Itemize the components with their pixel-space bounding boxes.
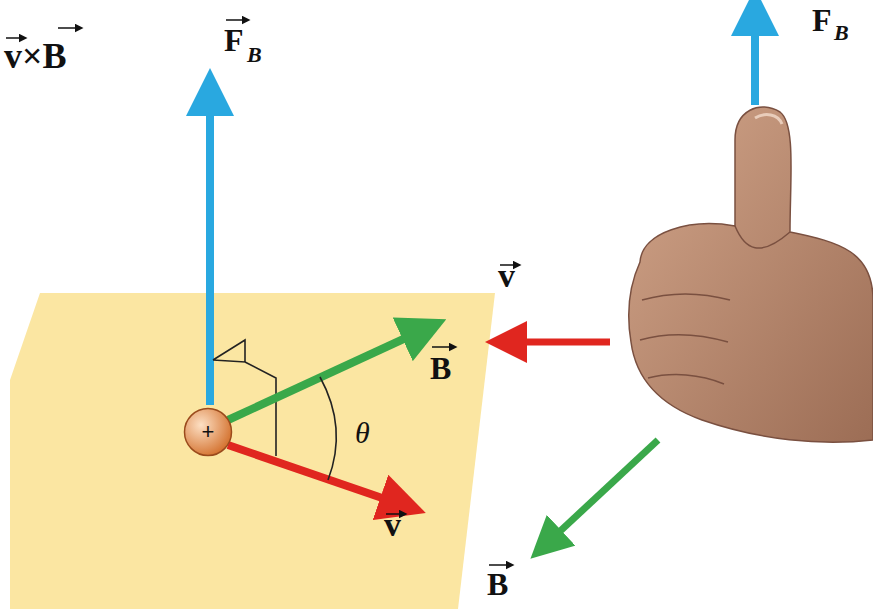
force-arrow bbox=[206, 108, 214, 405]
subscript-label: B bbox=[247, 44, 262, 66]
charge-sign: + bbox=[183, 421, 233, 443]
field-label: B bbox=[487, 568, 508, 600]
field-arrow bbox=[556, 440, 658, 535]
field-arrow bbox=[228, 336, 410, 420]
vector-overarrows bbox=[6, 20, 514, 565]
force-label: F bbox=[224, 24, 244, 56]
velocity-label: v bbox=[498, 259, 515, 293]
formula-label: v×B bbox=[4, 38, 67, 74]
velocity-label: v bbox=[384, 508, 401, 542]
angle-label: θ bbox=[355, 418, 370, 448]
plane bbox=[10, 293, 495, 609]
force-label: F bbox=[812, 4, 832, 36]
force-arrow bbox=[751, 28, 759, 105]
velocity-arrow bbox=[520, 339, 610, 346]
hand-photo bbox=[629, 107, 873, 442]
velocity-arrow bbox=[228, 445, 388, 500]
field-label: B bbox=[430, 352, 451, 384]
angle-arc bbox=[320, 377, 336, 480]
charge-circle: + bbox=[183, 407, 233, 457]
subscript-label: B bbox=[834, 22, 849, 44]
